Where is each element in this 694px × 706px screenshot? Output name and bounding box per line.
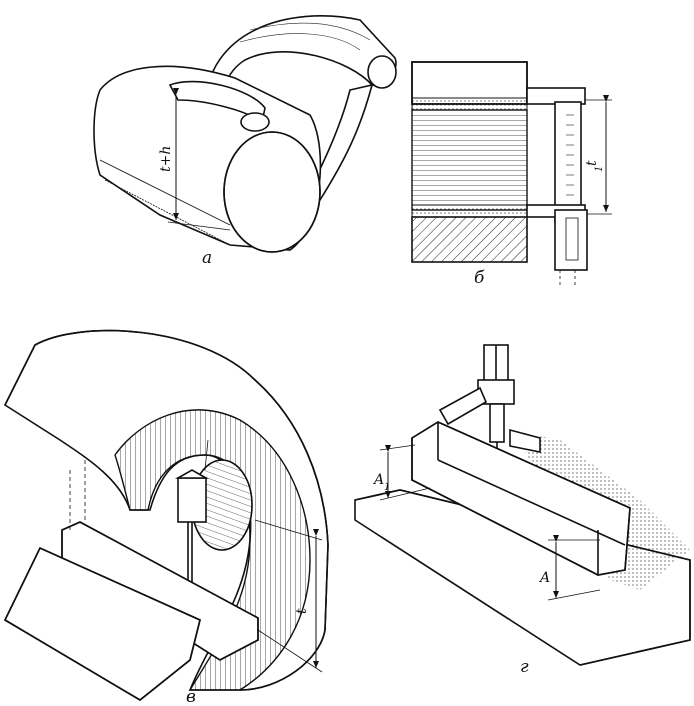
panel-g: A 1 A г (354, 344, 691, 677)
panel-a-dim: t+h (158, 146, 174, 172)
panel-b-label: б (474, 268, 485, 288)
bore-b (411, 109, 528, 211)
panel-v-dim: t (294, 608, 310, 614)
panel-v-label: в (186, 687, 196, 706)
panel-v: t в (3, 329, 329, 706)
panel-a: t+h а (93, 15, 397, 268)
panel-g-dim-lower: A (538, 570, 550, 586)
panel-g-label: г (520, 657, 529, 677)
panel-a-label: а (202, 248, 212, 268)
hub-bottom-b (411, 216, 528, 263)
indicator-body-v (177, 477, 207, 523)
panel-b: t 1 б (411, 61, 612, 288)
panel-b-dim-sub: 1 (594, 166, 605, 172)
panel-b-dim: t (584, 160, 600, 166)
panel-g-dim-upper-sub: 1 (384, 482, 390, 493)
panel-g-dim-upper: A (372, 472, 384, 488)
caliper-beam-b (554, 101, 582, 223)
caliper-slider-b (554, 209, 588, 271)
caliper-knob-a (367, 55, 397, 89)
